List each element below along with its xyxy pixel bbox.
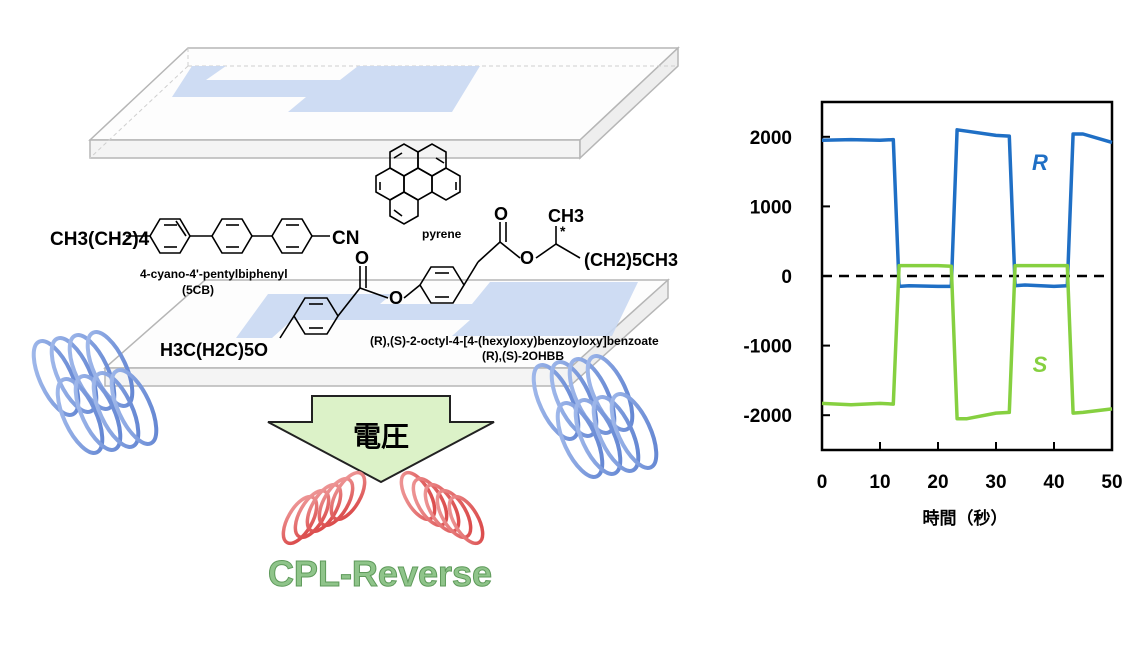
series-label-R: R [1032, 150, 1048, 175]
bottom-electrode [236, 282, 638, 338]
lc-name: 4-cyano-4'-pentylbiphenyl [140, 267, 288, 281]
x-axis-label: 時間（秒） [923, 508, 1008, 528]
helix-blue-left [31, 330, 159, 455]
lc-formula: CH3(CH2)4 [50, 229, 150, 250]
voltage-label: 電圧 [353, 421, 409, 452]
lc-cyano-group: CN [332, 228, 359, 249]
series-line-S [821, 263, 1113, 421]
y-tick-label: -2000 [743, 406, 792, 427]
ester-o-top: O [520, 248, 534, 268]
lc-cell-diagram: CH3(CH2)4 CN 4-cyano-4'-pentylbiphenyl (… [31, 46, 680, 595]
y-tick-label: 0 [781, 267, 792, 288]
lc-abbreviation: (5CB) [182, 283, 214, 297]
voltage-arrow [267, 395, 495, 484]
dopant-alkoxy: H3C(H2C)5O [160, 340, 268, 360]
x-tick-label: 10 [869, 472, 890, 493]
molecule-pyrene [375, 143, 461, 225]
x-tick-label: 20 [927, 472, 948, 493]
helix-red-right [399, 470, 485, 546]
molecule-2ohbb [279, 222, 581, 339]
x-tick-label: 50 [1101, 472, 1122, 493]
top-electrode [172, 66, 480, 112]
series-line-R [821, 128, 1113, 289]
helix-red-left [281, 470, 367, 546]
chiral-center-mark: * [560, 223, 566, 239]
y-tick-label: 2000 [750, 128, 792, 149]
helix-blue-right [531, 354, 659, 479]
molecule-5cb [126, 218, 330, 254]
pyrene-label: pyrene [422, 227, 462, 241]
ester-carbonyl-o-lower: O [355, 248, 369, 268]
x-tick-label: 40 [1043, 472, 1064, 493]
ester-o-lower: O [389, 288, 403, 308]
ester-chain: (CH2)5CH3 [584, 250, 678, 270]
axis-ticks: 2000 1000 0 -1000 -2000 0 10 20 30 40 50 [743, 128, 1122, 493]
series-label-S: S [1033, 352, 1048, 377]
series-layer: RS [821, 128, 1113, 421]
y-tick-label: -1000 [743, 337, 792, 358]
result-label: CPL-Reverse [268, 553, 492, 594]
x-tick-label: 0 [817, 472, 828, 493]
y-tick-label: 1000 [750, 197, 792, 218]
dopant-abbreviation: (R),(S)-2OHBB [482, 349, 564, 363]
ester-carbonyl-o: O [494, 204, 508, 224]
ester-methyl: CH3 [548, 206, 584, 226]
dopant-name: (R),(S)-2-octyl-4-[4-(hexyloxy)benzoylox… [370, 334, 659, 348]
x-tick-label: 30 [985, 472, 1006, 493]
